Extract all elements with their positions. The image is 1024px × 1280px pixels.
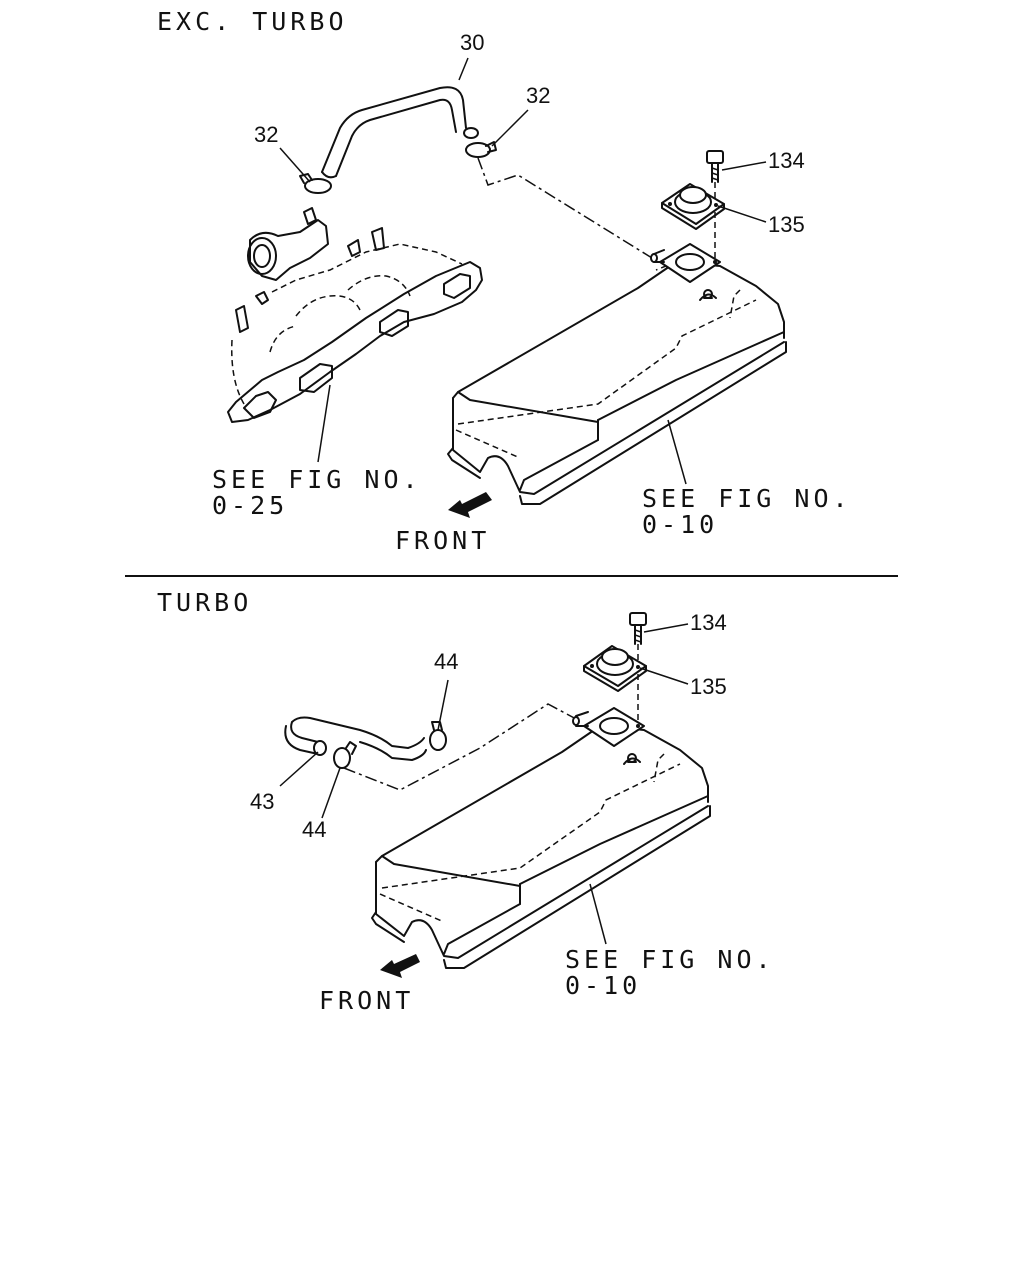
section-title-turbo: TURBO bbox=[157, 588, 253, 617]
callout-134-top: 134 bbox=[768, 148, 805, 173]
bolt-134-top bbox=[706, 150, 724, 183]
callout-32-right: 32 bbox=[526, 83, 551, 108]
ref-manifold-line1: SEE FIG NO. bbox=[212, 465, 422, 494]
callout-44-left: 44 bbox=[302, 817, 327, 842]
hose-clamp-32-right bbox=[465, 141, 497, 158]
leader-135-top bbox=[717, 205, 767, 223]
ref-cover-bottom-line2: 0-10 bbox=[565, 971, 642, 1000]
ref-cover-top-line1: SEE FIG NO. bbox=[642, 484, 852, 513]
section-title-exc-turbo: EXC. TURBO bbox=[157, 7, 348, 36]
oil-filler-cap-135-top bbox=[661, 183, 725, 230]
oil-filler-cap-135-bottom bbox=[583, 645, 647, 692]
callout-135-top: 135 bbox=[768, 212, 805, 237]
leader-43 bbox=[279, 751, 319, 787]
callout-32-left: 32 bbox=[254, 122, 279, 147]
leader-cover-bottom bbox=[589, 883, 607, 945]
leader-134-top bbox=[721, 161, 767, 171]
leader-44-left bbox=[321, 767, 341, 819]
leader-manifold bbox=[317, 384, 331, 463]
ref-cover-bottom-line1: SEE FIG NO. bbox=[565, 945, 775, 974]
leader-44-right bbox=[437, 679, 449, 731]
callout-44-right: 44 bbox=[434, 649, 459, 674]
callout-43: 43 bbox=[250, 789, 275, 814]
leader-30 bbox=[458, 57, 469, 81]
bolt-134-bottom bbox=[629, 612, 647, 645]
front-arrow-icon-bottom bbox=[380, 954, 420, 978]
leader-134-bottom bbox=[643, 623, 689, 633]
leader-cover-top bbox=[667, 419, 687, 485]
leader-32-right bbox=[491, 109, 529, 147]
front-label-bottom: FRONT bbox=[319, 986, 415, 1015]
connection-line-top bbox=[477, 157, 653, 259]
callout-135-bottom: 135 bbox=[690, 674, 727, 699]
front-arrow-icon-top bbox=[448, 492, 492, 518]
ref-manifold-line2: 0-25 bbox=[212, 491, 289, 520]
rocker-cover-bottom bbox=[371, 707, 711, 969]
ref-cover-top-line2: 0-10 bbox=[642, 510, 719, 539]
callout-134-bottom: 134 bbox=[690, 610, 727, 635]
breather-hose-30 bbox=[321, 86, 479, 179]
connection-line-bottom bbox=[343, 703, 579, 791]
rocker-cover-top bbox=[447, 243, 787, 505]
hose-clamp-44-left bbox=[333, 741, 357, 769]
leader-135-bottom bbox=[639, 667, 689, 685]
hose-43 bbox=[284, 716, 427, 761]
leader-32-left bbox=[279, 147, 311, 183]
front-label-top: FRONT bbox=[395, 526, 491, 555]
callout-30: 30 bbox=[460, 30, 485, 55]
intake-manifold bbox=[227, 207, 483, 423]
